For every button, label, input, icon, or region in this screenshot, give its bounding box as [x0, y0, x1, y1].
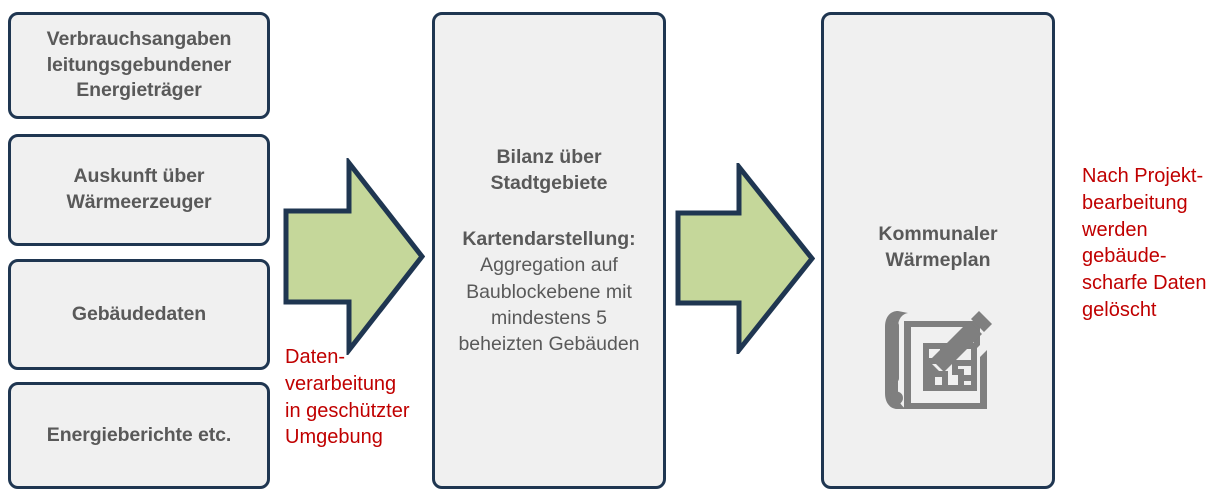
processing-box-bilanz: Bilanz über Stadtgebiete Kartendarstellu…: [432, 12, 666, 489]
output-box-waermeplan: Kommunaler Wärmeplan: [821, 12, 1055, 489]
note-geloescht: Nach Projekt- bearbeitung werden gebäude…: [1082, 165, 1207, 321]
blueprint-pencil-icon: [880, 305, 996, 413]
input-box-energieberichte: Energieberichte etc.: [8, 382, 270, 489]
input-box-label: Verbrauchsangaben leitungsgebundener Ene…: [46, 27, 232, 102]
input-box-label: Energieberichte etc.: [46, 423, 232, 446]
input-box-label: Auskunft über Wärmeerzeuger: [66, 165, 212, 213]
input-box-label: Gebäudedaten: [71, 302, 207, 325]
output-title: Kommunaler Wärmeplan: [878, 223, 998, 272]
input-box-verbrauchsangaben: Verbrauchsangaben leitungsgebundener Ene…: [8, 12, 270, 119]
processing-sub-heading: Kartendarstellung:: [462, 228, 636, 251]
processing-body: Aggregation auf Baublockebene mit mindes…: [458, 254, 640, 355]
input-box-auskunft: Auskunft über Wärmeerzeuger: [8, 134, 270, 246]
input-box-gebaeudedaten: Gebäudedaten: [8, 259, 270, 370]
note-datenverarbeitung: Daten- verarbeitung in geschützter Umgeb…: [285, 346, 410, 449]
right-arrow-icon: [675, 159, 816, 358]
right-arrow-icon: [283, 155, 426, 358]
processing-heading: Bilanz über Stadtgebiete: [490, 146, 608, 195]
